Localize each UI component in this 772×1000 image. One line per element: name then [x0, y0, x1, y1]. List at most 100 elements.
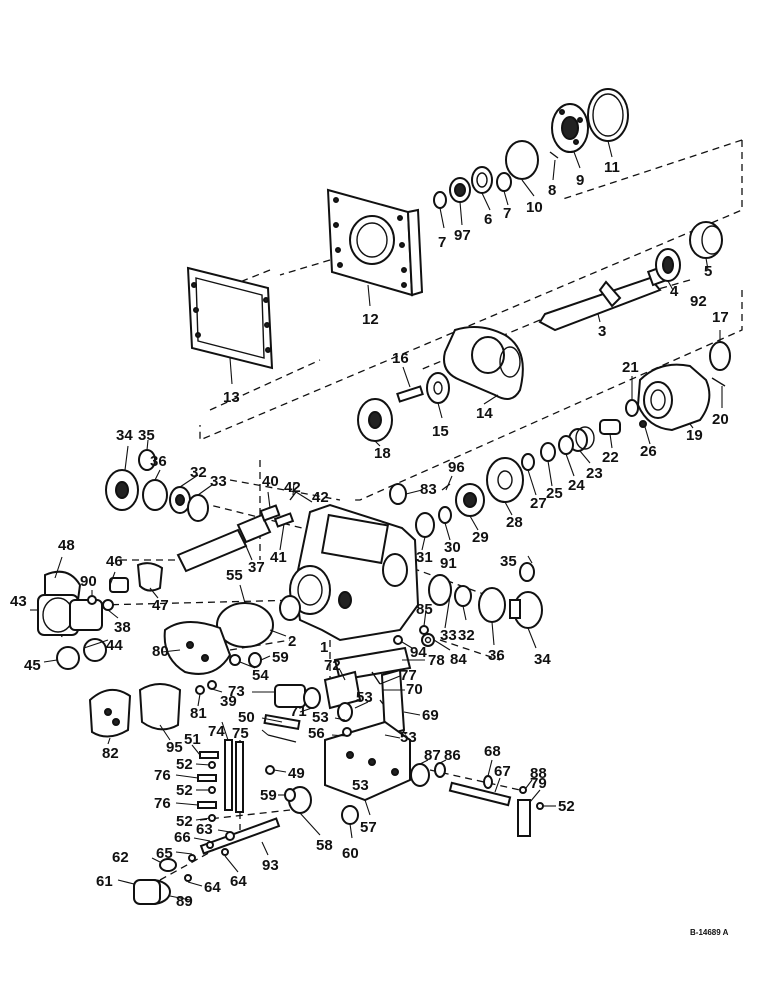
- part-washer-7a: [433, 191, 447, 209]
- callout-53c: 53: [400, 729, 417, 746]
- callout-59b: 59: [260, 787, 277, 804]
- callout-67: 67: [494, 763, 511, 780]
- part-bearing-29: [455, 483, 485, 517]
- callout-34a: 34: [116, 427, 133, 444]
- callout-63: 63: [196, 821, 213, 838]
- part-flange-18: [357, 398, 393, 442]
- part-plunger-46: [109, 577, 129, 593]
- callout-53b: 53: [312, 709, 329, 726]
- part-pin-90: [87, 595, 97, 605]
- callout-66: 66: [174, 829, 191, 846]
- callout-1: 1: [320, 639, 328, 656]
- callout-10: 10: [526, 199, 543, 216]
- part-pin-51: [199, 751, 219, 759]
- part-ring-68: [483, 775, 493, 789]
- callout-44: 44: [106, 637, 123, 654]
- part-plug-49: [265, 765, 275, 775]
- part-pin-88: [519, 786, 527, 794]
- callout-52c: 52: [176, 813, 193, 830]
- part-pin-65: [188, 854, 196, 862]
- part-bracket-69: [380, 668, 406, 737]
- callout-88: 88: [530, 765, 547, 782]
- callout-labels: 11 9 8 10 7 6 97 7 12 13 5 4 92 3 17 16 …: [10, 159, 729, 937]
- part-shaft-67: [448, 781, 512, 807]
- callout-64b: 64: [204, 879, 221, 896]
- part-pin-40: [259, 504, 281, 522]
- part-ring-83: [389, 483, 407, 505]
- callout-36b: 36: [488, 647, 505, 664]
- callout-42b: 42: [312, 489, 329, 506]
- part-spring-53: [337, 702, 353, 722]
- callout-74: 74: [208, 723, 225, 740]
- part-sleeve-22: [599, 419, 621, 435]
- part-washer-52d: [536, 802, 544, 810]
- callout-22: 22: [602, 449, 619, 466]
- callout-24: 24: [568, 477, 585, 494]
- callout-91: 91: [440, 555, 457, 572]
- part-cap-34a: [105, 469, 139, 511]
- leader-lines: [30, 140, 723, 901]
- callout-64a: 64: [230, 873, 247, 890]
- callout-38: 38: [114, 619, 131, 636]
- callout-28: 28: [506, 514, 523, 531]
- reference-code: B-14689 A: [690, 928, 729, 937]
- part-spool-93: [199, 817, 281, 855]
- part-gear-housing-14: [443, 325, 524, 400]
- callout-89: 89: [176, 893, 193, 910]
- callout-33b: 33: [440, 627, 457, 644]
- callout-76a: 76: [154, 767, 171, 784]
- part-bearing-97: [449, 177, 471, 203]
- callout-35b: 35: [500, 553, 517, 570]
- callout-29: 29: [472, 529, 489, 546]
- part-spring-47: [136, 562, 164, 592]
- callout-41: 41: [270, 549, 287, 566]
- part-pin-20: [711, 377, 726, 387]
- callout-45: 45: [24, 657, 41, 674]
- part-gasket-36a: [142, 479, 168, 511]
- part-bushing-87: [410, 763, 430, 787]
- part-pump-body-80: [163, 621, 232, 675]
- callout-50: 50: [238, 709, 255, 726]
- part-shaft-3: [538, 263, 675, 332]
- callout-16: 16: [392, 350, 409, 367]
- part-washer-81: [195, 685, 205, 695]
- callout-52d: 52: [558, 798, 575, 815]
- callout-23: 23: [586, 465, 603, 482]
- part-plate-95: [138, 683, 182, 731]
- part-pin-63: [225, 831, 235, 841]
- callout-83: 83: [420, 481, 437, 498]
- part-bearing-32b: [454, 585, 472, 607]
- callout-94: 94: [410, 644, 427, 661]
- callout-26: 26: [640, 443, 657, 460]
- callout-27: 27: [530, 495, 547, 512]
- callout-76b: 76: [154, 795, 171, 812]
- callout-97: 97: [454, 227, 471, 244]
- part-gear-17: [709, 341, 731, 371]
- callout-57: 57: [360, 819, 377, 836]
- part-spring-42: [289, 491, 297, 501]
- part-plug-60: [341, 805, 359, 825]
- callout-56: 56: [308, 725, 325, 742]
- part-ring-11: [587, 88, 629, 142]
- part-pin-64b: [184, 874, 192, 882]
- part-ring-21: [625, 399, 639, 417]
- callout-52b: 52: [176, 782, 193, 799]
- part-cap-34b: [509, 591, 543, 629]
- callout-54: 54: [252, 667, 269, 684]
- callout-73: 73: [228, 683, 245, 700]
- callout-85: 85: [416, 601, 433, 618]
- callout-90: 90: [80, 573, 97, 590]
- callout-7a: 7: [438, 234, 446, 251]
- part-ring-45: [56, 646, 80, 670]
- part-main-housing-1: [289, 503, 420, 642]
- callout-93: 93: [262, 857, 279, 874]
- callout-58: 58: [316, 837, 333, 854]
- callout-80: 80: [152, 643, 169, 660]
- callout-52a: 52: [176, 756, 193, 773]
- part-plug-54: [229, 654, 241, 666]
- part-plug-61-89: [133, 879, 171, 905]
- part-cover-plate-12: [326, 188, 424, 297]
- part-ring-44: [83, 638, 107, 662]
- part-pin-8: [549, 151, 559, 159]
